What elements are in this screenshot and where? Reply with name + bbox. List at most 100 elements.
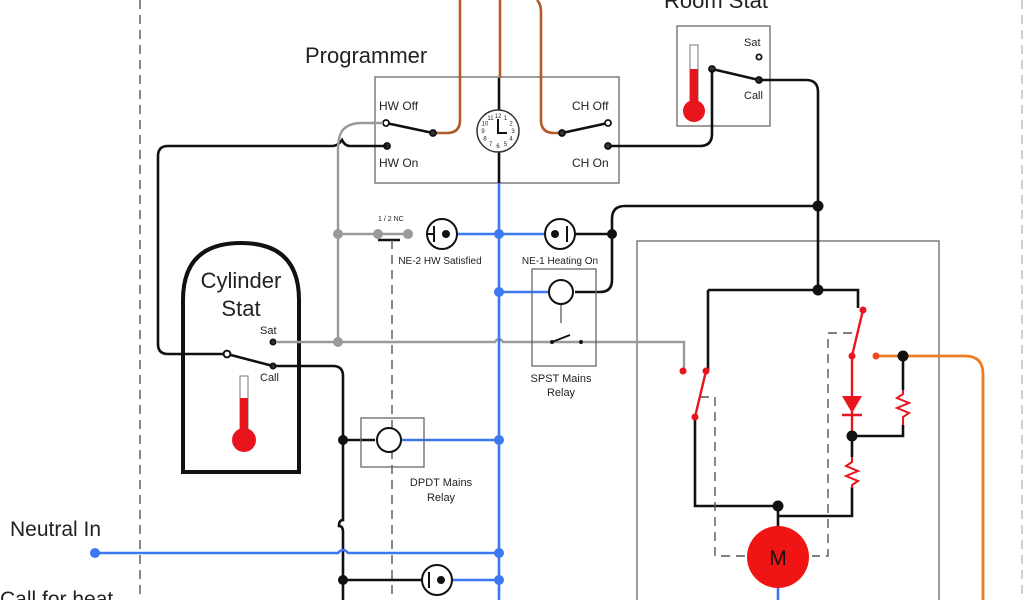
cylinder-stat-call-label: Call xyxy=(260,372,279,384)
heating-relay-feed-wire xyxy=(575,204,818,294)
hw-off-grey-wire xyxy=(336,121,383,342)
clock-numeral: 1 xyxy=(504,116,508,122)
spst-contact-a xyxy=(550,340,554,344)
junction-dot xyxy=(846,430,858,442)
cylinder-stat-common-contact xyxy=(222,349,232,359)
hw-off-contact xyxy=(382,119,390,127)
junction-dot xyxy=(772,500,784,512)
valve-resistor-link-wire xyxy=(852,425,905,438)
motor-icon xyxy=(747,526,809,588)
dpdt-mains-relay: DPDT Mains Relay xyxy=(360,417,473,504)
motorised-valve-box xyxy=(636,240,940,600)
junction-dot xyxy=(494,548,504,558)
clock-numeral: 12 xyxy=(495,114,502,120)
hw-switch-blade xyxy=(385,121,434,135)
room-stat-box xyxy=(676,25,771,127)
spst-relay-box xyxy=(531,268,597,367)
junction-dot xyxy=(897,350,909,362)
roomstat-call-wire xyxy=(759,78,820,290)
junction-dot xyxy=(494,287,504,297)
hw-off-label: HW Off xyxy=(379,99,419,113)
ch-off-contact xyxy=(604,119,612,127)
room-stat-sat-contact xyxy=(755,53,763,61)
junction-dot xyxy=(494,229,504,239)
ch-on-label: CH On xyxy=(572,156,609,170)
clock-numeral: 4 xyxy=(509,137,513,143)
clock-numeral: 6 xyxy=(496,144,500,150)
ch-on-contact xyxy=(604,142,612,150)
neutral-in-label: Neutral In xyxy=(10,518,101,541)
room-stat: Room Stat Sat Call xyxy=(664,0,771,127)
valve-right-switch xyxy=(850,309,865,357)
room-stat-sat-label: Sat xyxy=(744,37,761,49)
spst-relay-coil xyxy=(548,279,574,305)
dpdt-label-2: Relay xyxy=(427,492,456,504)
hw-on-to-cylinder-wire xyxy=(156,137,387,356)
cylinder-stat-outline xyxy=(181,240,301,474)
neutral-in-wire xyxy=(95,548,499,555)
hw-common-contact xyxy=(429,129,437,137)
dpdt-label-1: DPDT Mains xyxy=(410,477,473,489)
junction-dot xyxy=(812,200,824,212)
ch-off-label: CH Off xyxy=(572,99,609,113)
clock-numeral: 8 xyxy=(483,137,487,143)
cylinder-stat: Cylinder Stat Sat Call xyxy=(181,240,301,474)
valve-internals xyxy=(679,306,912,488)
cylinder-stat-switch-blade xyxy=(226,352,274,368)
cylinder-stat-label-2: Stat xyxy=(221,296,260,321)
junction-dot xyxy=(373,229,383,239)
ne1-label: NE-1 Heating On xyxy=(522,256,598,267)
valve-left-contact-top xyxy=(702,367,710,375)
cylinder-stat-label-1: Cylinder xyxy=(201,268,282,293)
cylinder-call-wire xyxy=(276,364,345,600)
clock-numeral: 5 xyxy=(504,142,508,148)
valve-right-linkage xyxy=(812,332,852,557)
dpdt-relay-box xyxy=(360,417,425,468)
clock-numeral: 3 xyxy=(511,129,515,135)
programmer-box xyxy=(374,76,620,184)
resistor-upper-icon xyxy=(894,390,912,425)
valve-left-switch xyxy=(693,370,708,418)
junction-dot xyxy=(403,229,413,239)
hw-feed-wire xyxy=(434,0,462,135)
valve-bottom-wire xyxy=(693,417,780,527)
hw-on-label: HW On xyxy=(379,156,418,170)
cylinder-stat-sat-label: Sat xyxy=(260,325,277,337)
ne2-neon-indicator xyxy=(426,218,458,250)
room-stat-label: Room Stat xyxy=(664,0,768,13)
junctions xyxy=(90,200,909,585)
ch-feed-wire xyxy=(536,0,562,135)
ne2-note-label: 1 / 2 NC xyxy=(378,216,404,223)
junction-dot xyxy=(812,284,824,296)
junction-dot xyxy=(494,435,504,445)
junction-dot xyxy=(333,337,343,347)
thermometer-icon xyxy=(683,44,705,122)
clock-numeral: 10 xyxy=(482,122,489,128)
spst-switch-blade xyxy=(551,334,571,343)
programmer-label: Programmer xyxy=(305,43,427,68)
junction-dot xyxy=(494,575,504,585)
diode-icon xyxy=(842,396,862,413)
neutral-in-terminal xyxy=(90,548,100,558)
spst-mains-relay: SPST Mains Relay xyxy=(531,268,597,399)
valve-resistor-return-wire xyxy=(778,487,854,518)
spst-label-2: Relay xyxy=(547,387,576,399)
cylinder-stat-sat-contact xyxy=(269,338,277,346)
valve-grey-contact xyxy=(679,367,687,375)
junction-dot xyxy=(607,229,617,239)
ne2-label: NE-2 HW Satisfied xyxy=(398,256,481,267)
junction-dot xyxy=(338,575,348,585)
junction-dot xyxy=(338,435,348,445)
motor-label: M xyxy=(769,547,787,570)
valve-top-wire xyxy=(708,288,860,308)
room-stat-call-label: Call xyxy=(744,90,763,102)
valve-right-contact-top xyxy=(859,306,867,314)
spst-contact-b xyxy=(579,340,583,344)
orange-output-wire xyxy=(878,354,985,600)
valve-orange-contact xyxy=(872,352,880,360)
ne1-neon-indicator xyxy=(544,218,576,250)
junction-dot xyxy=(333,229,343,239)
